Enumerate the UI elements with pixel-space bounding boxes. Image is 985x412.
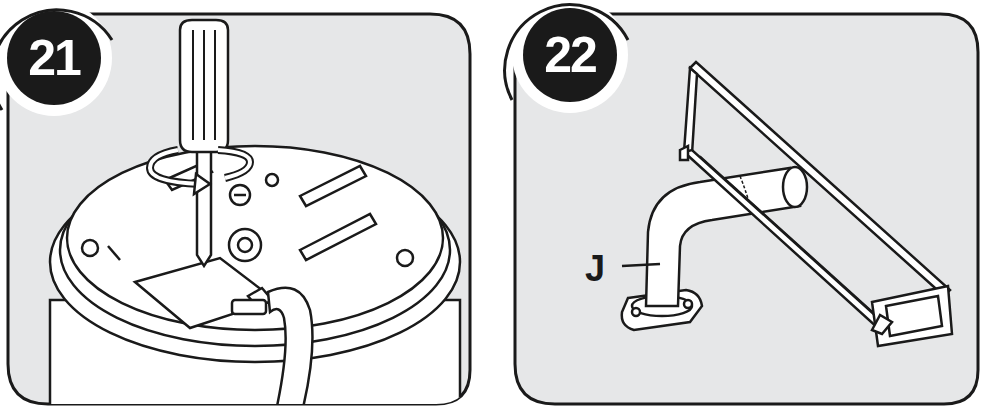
step-badge: 22 [523,8,617,102]
hacksaw [684,68,697,154]
power-cord [268,288,312,412]
cover-plate [135,258,275,328]
disposer [108,246,120,260]
disposer [300,214,376,260]
screwdriver [150,150,200,184]
screwdriver [218,150,250,178]
screwdriver [150,150,200,184]
panel [515,14,978,404]
step-number: 21 [28,33,80,83]
step-number: 22 [544,30,596,80]
disposer [300,166,366,206]
step-badge: 21 [7,11,101,105]
disposer [397,250,413,266]
step-ring [0,0,112,116]
disposer [234,194,246,197]
step-ring [505,0,628,113]
step-ring [0,0,112,116]
disposer [50,146,460,412]
drain-elbow [622,167,807,330]
disposer [67,146,443,330]
hacksaw [684,150,887,330]
disposer [82,240,98,256]
leader-line [622,264,660,266]
screwdriver [194,174,210,194]
hacksaw [872,286,952,346]
hacksaw [690,62,950,296]
disposer [229,229,261,261]
drain-elbow [783,167,807,207]
drain-elbow [632,308,640,316]
hacksaw [700,156,884,322]
screwdriver [193,30,215,140]
part-label: J [585,251,605,287]
screwdriver [197,150,211,266]
disposer [230,185,250,205]
power-cord [232,300,266,314]
disposer [238,238,252,252]
power-cord [232,288,312,412]
cover-plate [135,258,275,328]
step-ring [0,10,112,110]
disposer [266,174,278,186]
hacksaw [872,315,892,334]
hacksaw [680,146,688,160]
leader-line [622,264,660,266]
hacksaw [886,296,942,336]
screwdriver [218,150,250,178]
hacksaw [680,62,952,346]
screwdriver [150,20,250,266]
drain-elbow [684,300,692,308]
panel [515,14,978,404]
screwdriver [180,20,228,152]
